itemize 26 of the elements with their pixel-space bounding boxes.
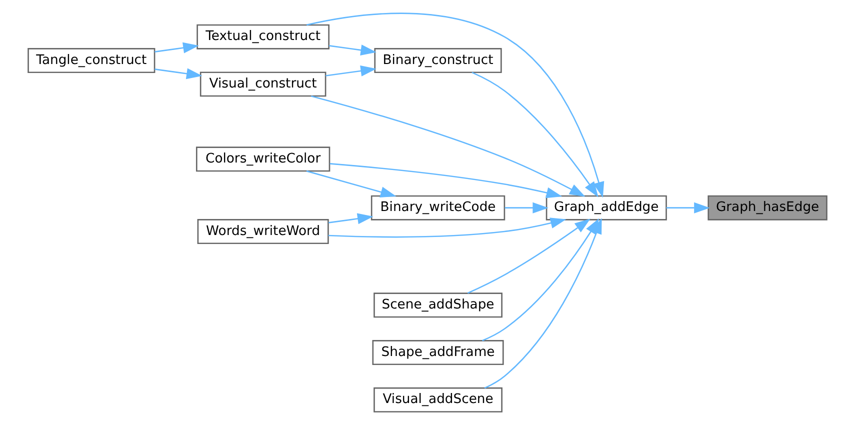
node-box: Tangle_construct bbox=[28, 48, 156, 73]
node-box: Colors_writeColor bbox=[196, 146, 330, 172]
arrow bbox=[306, 12, 604, 198]
node-box: Graph_addEdge bbox=[546, 195, 667, 220]
node-box: Visual_addScene bbox=[374, 387, 502, 412]
arrow bbox=[154, 42, 199, 54]
node-box: Binary_writeCode bbox=[370, 195, 506, 220]
arrow bbox=[467, 218, 590, 294]
arrow bbox=[154, 68, 202, 80]
node-box: Words_writeWord bbox=[197, 219, 329, 244]
arrow bbox=[326, 65, 376, 76]
arrow bbox=[311, 95, 586, 197]
node-box: Visual_construct bbox=[200, 72, 326, 97]
node-box: Graph_hasEdge bbox=[708, 195, 828, 220]
arrow bbox=[504, 202, 548, 214]
node-box: Scene_addShape bbox=[374, 292, 502, 318]
arrow bbox=[330, 163, 562, 198]
arrow bbox=[328, 218, 566, 238]
arrow bbox=[328, 44, 377, 56]
node-box: Textual_construct bbox=[196, 24, 330, 50]
arrow bbox=[306, 170, 396, 198]
arrow bbox=[472, 72, 598, 198]
node-box: Binary_construct bbox=[374, 48, 502, 73]
arrow bbox=[666, 202, 710, 214]
node-box: Shape_addFrame bbox=[372, 340, 504, 366]
arrow bbox=[328, 213, 374, 224]
